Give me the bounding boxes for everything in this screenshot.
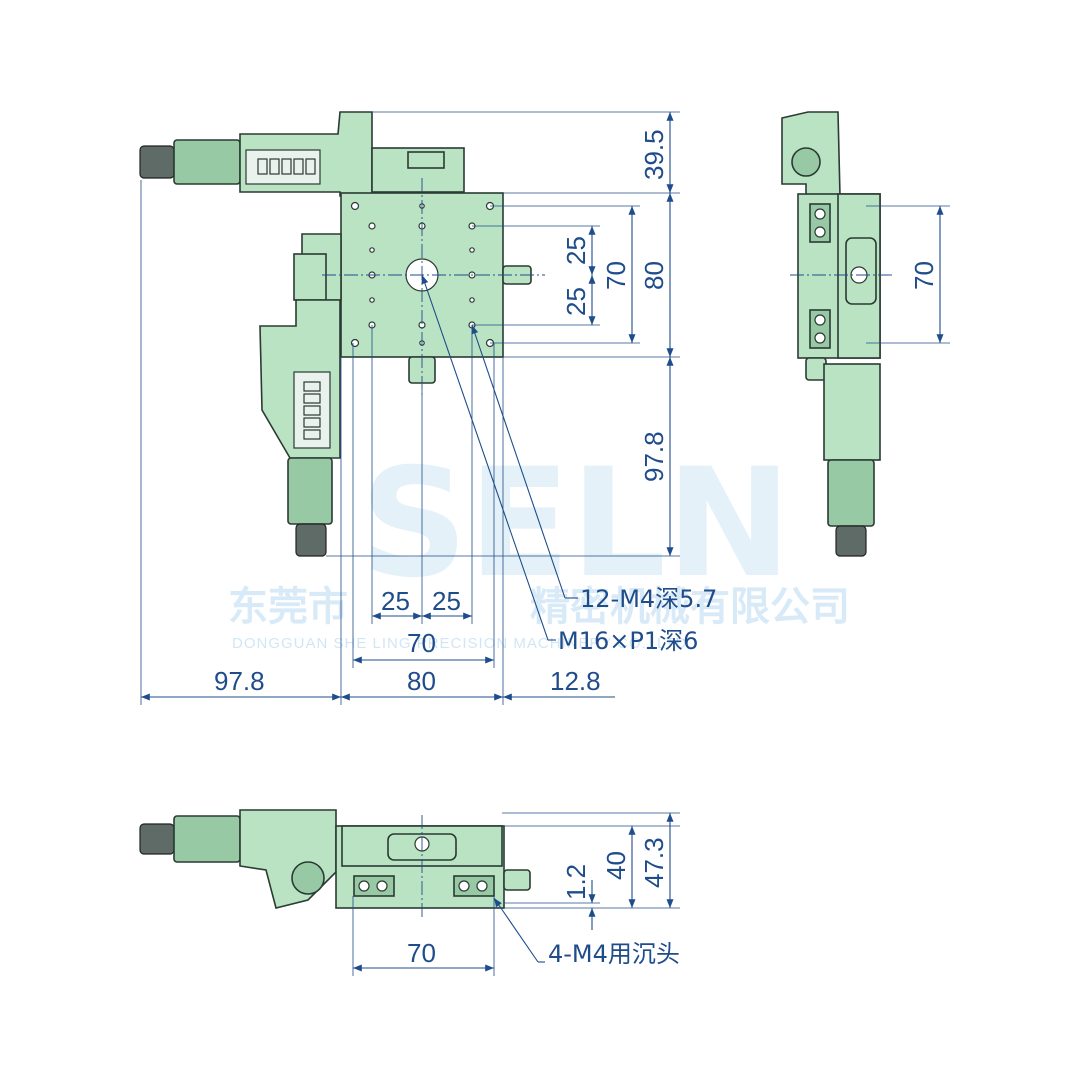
- gib-screw: [814, 332, 826, 344]
- dimension-labels: 39.5 80 97.8 70 25 25 25 25 70 97.8 80 1…: [214, 129, 939, 968]
- dim-70-bottom: 70: [407, 628, 436, 658]
- gib-screw: [358, 880, 370, 892]
- side-knob: [805, 357, 827, 381]
- dim-39-5: 39.5: [639, 129, 669, 180]
- dim-97-8-vertical: 97.8: [639, 431, 669, 482]
- watermark: SELN 东莞市 精密机械有限公司 DONGGUAN SHE LING PREC…: [228, 437, 850, 652]
- hole: [369, 297, 375, 303]
- dim-97-8-bottom: 97.8: [214, 666, 265, 696]
- dim-80-vertical: 80: [639, 261, 669, 290]
- dim-front-70: 70: [407, 938, 436, 968]
- y-micrometer-display: [293, 371, 331, 449]
- dim-25-bottom-left: 25: [381, 586, 410, 616]
- hole: [369, 247, 375, 253]
- front-micrometer-body: [239, 809, 337, 909]
- callout-center-thread: M16×P1深6: [558, 627, 698, 655]
- hole: [469, 297, 475, 303]
- hole: [368, 222, 376, 230]
- gib-screw: [376, 880, 388, 892]
- dim-70-vertical: 70: [601, 261, 631, 290]
- front-micrometer-thimble: [173, 815, 241, 863]
- y-micrometer-thimble: [287, 457, 333, 525]
- side-spindle-end: [791, 147, 821, 177]
- hole: [350, 201, 360, 211]
- y-micrometer-collar: [293, 253, 327, 301]
- gib-screw: [476, 880, 488, 892]
- front-knob: [503, 869, 531, 891]
- watermark-company-cn: 东莞市: [228, 584, 348, 630]
- watermark-company-cn-tail: 精密机械有限公司: [530, 584, 850, 630]
- dim-side-70: 70: [909, 261, 939, 290]
- x-micrometer: [139, 111, 465, 197]
- side-micrometer-thimble: [827, 459, 875, 527]
- watermark-logo: SELN: [360, 437, 792, 611]
- y-micrometer: [259, 233, 342, 557]
- dim-12-8-bottom: 12.8: [550, 666, 601, 696]
- gib-screw: [458, 880, 470, 892]
- dim-80-bottom: 80: [407, 666, 436, 696]
- hole: [469, 247, 475, 253]
- dim-47-3: 47.3: [639, 837, 669, 888]
- side-view: [781, 111, 895, 557]
- dim-25-bottom-right: 25: [432, 586, 461, 616]
- gib-screw: [814, 226, 826, 238]
- x-micrometer-thimble: [173, 139, 241, 185]
- dim-40: 40: [601, 851, 631, 880]
- front-micrometer-cap: [139, 823, 175, 855]
- dim-25-lower: 25: [561, 287, 591, 316]
- x-micrometer-digits: [257, 158, 316, 175]
- side-micrometer-body: [823, 363, 881, 461]
- callout-mount-holes: 4-M4用沉头: [548, 940, 680, 968]
- front-view: [139, 809, 531, 918]
- front-spindle-end: [291, 861, 325, 895]
- y-micrometer-digits: [303, 381, 321, 440]
- callout-tapped-holes: 12-M4深5.7: [580, 585, 717, 613]
- dim-25-upper: 25: [561, 236, 591, 265]
- dimension-lines: [140, 111, 950, 976]
- x-micrometer-display: [245, 149, 321, 185]
- watermark-company-en: DONGGUAN SHE LING PRECISION MACHINERY CO…: [232, 635, 692, 652]
- hole: [350, 338, 360, 348]
- gib-screw: [814, 208, 826, 220]
- x-micrometer-thimble-cap: [139, 145, 175, 179]
- x-micrometer-spindle: [407, 151, 445, 169]
- side-micrometer-cap: [835, 525, 867, 557]
- dim-1-2: 1.2: [561, 864, 591, 900]
- y-micrometer-thimble-cap: [295, 523, 327, 557]
- gib-screw: [814, 314, 826, 326]
